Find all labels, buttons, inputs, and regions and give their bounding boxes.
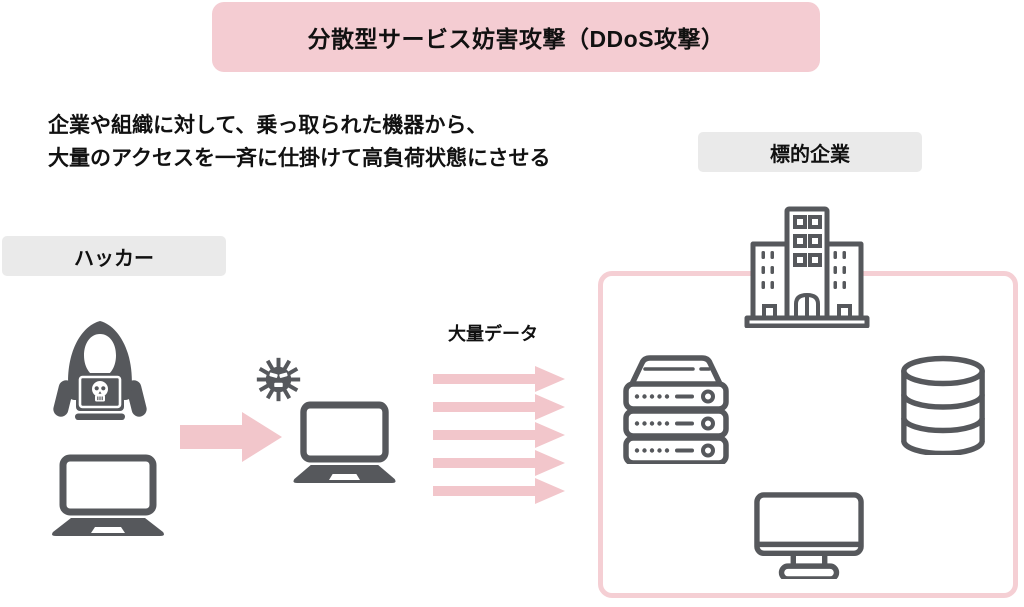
virus-icon (254, 355, 303, 404)
office-building-icon (744, 206, 870, 328)
laptop-icon (46, 454, 170, 538)
hacker-label: ハッカー (2, 236, 226, 276)
desktop-monitor-icon (754, 492, 864, 579)
data-arrow-icon (433, 366, 565, 392)
laptop-icon (288, 401, 401, 485)
mass-data-label: 大量データ (448, 324, 538, 344)
data-arrow-icon (433, 478, 565, 504)
arrow-right-icon (180, 412, 282, 462)
server-rack-icon (620, 354, 732, 464)
data-arrow-icon (433, 450, 565, 476)
database-icon (898, 355, 988, 455)
page-title: 分散型サービス妨害攻撃（DDoS攻撃） (307, 26, 725, 52)
hacker-label-text: ハッカー (74, 247, 154, 270)
data-arrow-icon (433, 422, 565, 448)
data-arrow-icon (433, 394, 565, 420)
target-company-label: 標的企業 (698, 132, 922, 172)
description-text: 企業や組織に対して、乗っ取られた機器から、 大量のアクセスを一斉に仕掛けて高負荷… (48, 109, 551, 175)
description-line-2: 大量のアクセスを一斉に仕掛けて高負荷状態にさせる (48, 147, 551, 170)
description-line-1: 企業や組織に対して、乗っ取られた機器から、 (48, 114, 488, 137)
title-banner: 分散型サービス妨害攻撃（DDoS攻撃） (212, 2, 820, 72)
hacker-hooded-laptop-icon (53, 320, 147, 420)
target-company-label-text: 標的企業 (770, 143, 850, 166)
